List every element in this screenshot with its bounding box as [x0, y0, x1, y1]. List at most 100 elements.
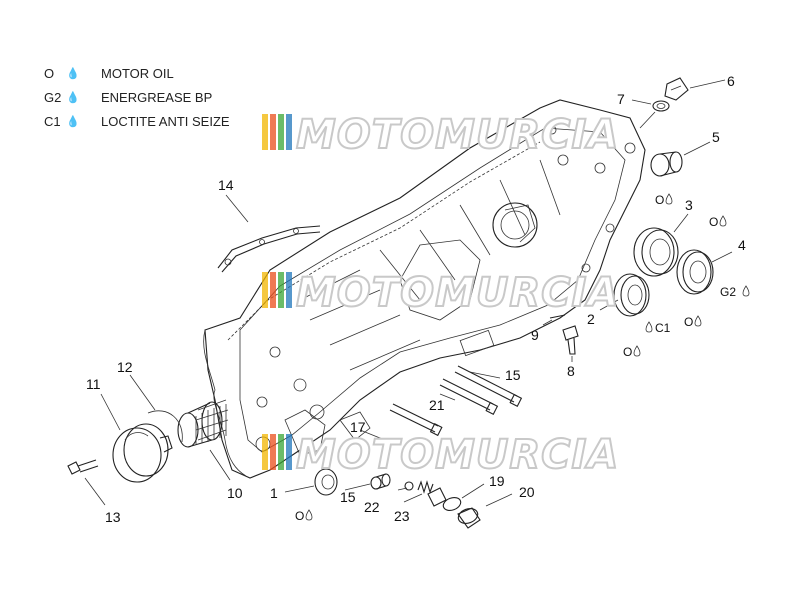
callout-23: 23 [394, 508, 410, 524]
screw-13 [67, 459, 106, 506]
drain-plug-20 [457, 493, 513, 529]
oil-mark: O [655, 193, 673, 207]
legend-code: C1 [44, 114, 61, 129]
watermark-stripe [278, 434, 284, 470]
watermark-logo: MOTOMURCIA [262, 111, 619, 159]
drop-icon: 💧 [66, 68, 80, 80]
watermark-logo: MOTOMURCIA [262, 269, 619, 317]
watermark-stripe [270, 114, 276, 150]
drop-icon [305, 509, 313, 521]
watermark-stripe [270, 272, 276, 308]
spring-23 [417, 480, 434, 494]
leader-line [639, 111, 656, 129]
bushing-5 [650, 141, 711, 177]
seal-1 [284, 468, 338, 496]
callout-2: 2 [587, 311, 595, 327]
watermark-logo: MOTOMURCIA [262, 431, 619, 479]
oil-mark: O [684, 315, 702, 329]
drop-icon: 💧 [66, 92, 80, 104]
oil-filter-10 [177, 399, 231, 481]
svg-text:O: O [709, 215, 718, 229]
watermark-stripe [278, 272, 284, 308]
crankcase-half [204, 99, 646, 479]
callout-19: 19 [489, 473, 505, 489]
o-ring-12 [129, 374, 183, 443]
callout-10: 10 [227, 485, 243, 501]
watermark-stripe [286, 272, 292, 308]
callout-8: 8 [567, 363, 575, 379]
callout-22: 22 [364, 499, 380, 515]
watermark-stripe [262, 114, 268, 150]
oil-mark: O [709, 215, 727, 229]
svg-text:G2: G2 [720, 285, 736, 299]
callout-17: 17 [350, 419, 366, 435]
svg-text:O: O [295, 509, 304, 523]
drop-icon [694, 315, 702, 327]
callout-7: 7 [617, 91, 625, 107]
drop-icon [665, 193, 673, 205]
long-bolt-15 [454, 365, 523, 408]
filter-cap-11 [100, 393, 173, 483]
oil-mark: O [623, 345, 641, 359]
drop-icon [742, 285, 750, 297]
bushing-15 [370, 473, 391, 490]
callout-1: 1 [270, 485, 278, 501]
callout-6: 6 [727, 73, 735, 89]
callout-21: 21 [429, 397, 445, 413]
plug-6 [664, 77, 726, 101]
callout-3: 3 [685, 197, 693, 213]
watermark-stripe [270, 434, 276, 470]
drop-icon [645, 321, 653, 333]
ball-22 [404, 481, 414, 491]
legend-code: G2 [44, 90, 62, 105]
svg-text:O: O [655, 193, 664, 207]
svg-text:O: O [684, 315, 693, 329]
watermark-stripe [286, 114, 292, 150]
watermark-text: MOTOMURCIA [296, 432, 619, 478]
callout-9: 9 [531, 327, 539, 343]
bearing-2 [599, 273, 650, 317]
callout-20: 20 [519, 484, 535, 500]
leader-line [344, 483, 371, 491]
callout-11: 11 [86, 376, 101, 392]
callout-13: 13 [105, 509, 121, 525]
legend-text: ENERGREASE BP [101, 90, 213, 105]
svg-text:O: O [623, 345, 632, 359]
gasket-strip-14 [217, 194, 321, 273]
washer-19 [442, 483, 485, 511]
gasket [203, 329, 247, 477]
svg-text:C1: C1 [655, 321, 671, 335]
watermark-text: MOTOMURCIA [296, 112, 619, 158]
callout-15-lower: 15 [340, 489, 356, 505]
legend-text: MOTOR OIL [101, 66, 174, 81]
leader-line [359, 429, 386, 441]
drop-icon [719, 215, 727, 227]
callout-15-upper: 15 [505, 367, 521, 383]
loctite-mark: C1 [645, 321, 671, 335]
callout-12: 12 [117, 359, 133, 375]
leader-line [403, 493, 423, 503]
legend-text: LOCTITE ANTI SEIZE [101, 114, 230, 129]
watermark-stripe [286, 434, 292, 470]
watermark-stripe [262, 272, 268, 308]
oil-mark: O [295, 509, 313, 523]
legend-code: O [44, 66, 55, 81]
grease-mark: G2 [720, 285, 750, 299]
washer-7 [631, 99, 670, 112]
drop-icon [633, 345, 641, 357]
long-bolt-17 [389, 403, 443, 437]
callout-5: 5 [712, 129, 720, 145]
long-bolt-21 [439, 378, 499, 416]
drop-icon: 💧 [66, 116, 80, 128]
callout-14: 14 [218, 177, 234, 193]
oil-seal-4 [676, 249, 733, 295]
watermark-text: MOTOMURCIA [296, 270, 619, 316]
bolt-8 [562, 325, 579, 362]
watermark-stripe [278, 114, 284, 150]
watermark-stripe [262, 434, 268, 470]
leader-line [397, 487, 408, 491]
callout-4: 4 [738, 237, 746, 253]
bearing-3 [633, 213, 689, 277]
pin-9 [542, 314, 566, 326]
